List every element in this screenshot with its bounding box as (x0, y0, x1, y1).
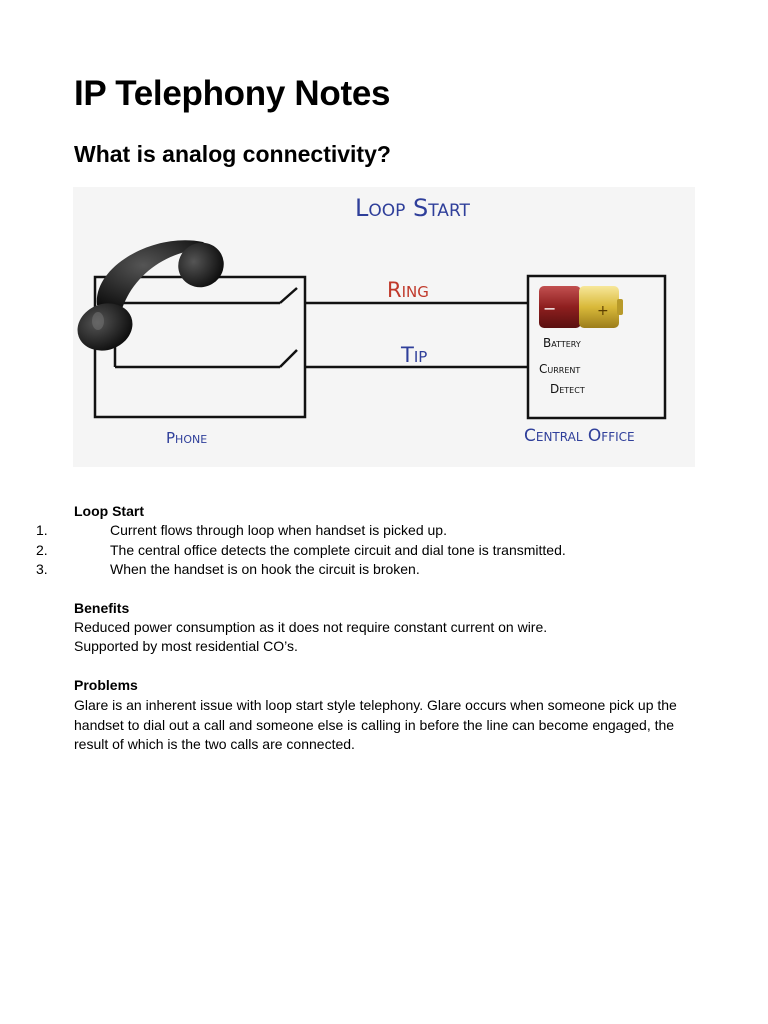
diagram-heading: Loop Start (355, 194, 471, 222)
central-office-box (526, 274, 667, 420)
ring-switch-contact (279, 287, 298, 304)
list-item-number: 2. (36, 542, 48, 558)
battery-plus-sign: + (597, 303, 609, 319)
loop-start-heading: Loop Start (74, 503, 144, 519)
page-title: IP Telephony Notes (74, 74, 391, 113)
problems-paragraph: Glare is an inherent issue with loop sta… (74, 697, 677, 752)
benefits-line: Reduced power consumption as it does not… (74, 619, 548, 635)
loop-start-diagram-svg: Loop Start Ring Tip − + B (77, 194, 667, 447)
benefits-heading: Benefits (74, 600, 130, 616)
section-subtitle: What is analog connectivity? (74, 141, 391, 167)
tip-switch-contact (279, 349, 298, 368)
phone-label: Phone (166, 429, 207, 447)
list-item: When the handset is on hook the circuit … (110, 561, 420, 577)
handset-icon (77, 240, 224, 351)
benefits-line: Supported by most residential CO’s. (74, 638, 298, 654)
central-office-label: Central Office (524, 426, 635, 446)
list-item-number: 3. (36, 561, 48, 577)
loop-start-diagram: Loop Start Ring Tip − + B (73, 187, 695, 467)
problems-heading: Problems (74, 677, 138, 693)
tip-label: Tip (400, 343, 427, 367)
current-label: Current (539, 362, 580, 376)
battery-label: Battery (543, 336, 581, 350)
battery-icon: − + (539, 286, 623, 328)
list-item-number: 1. (36, 522, 48, 538)
list-item: The central office detects the complete … (110, 542, 566, 558)
list-item: Current flows through loop when handset … (110, 522, 447, 538)
battery-minus-sign: − (543, 299, 556, 318)
detect-label: Detect (550, 382, 585, 396)
ring-label: Ring (387, 278, 429, 302)
